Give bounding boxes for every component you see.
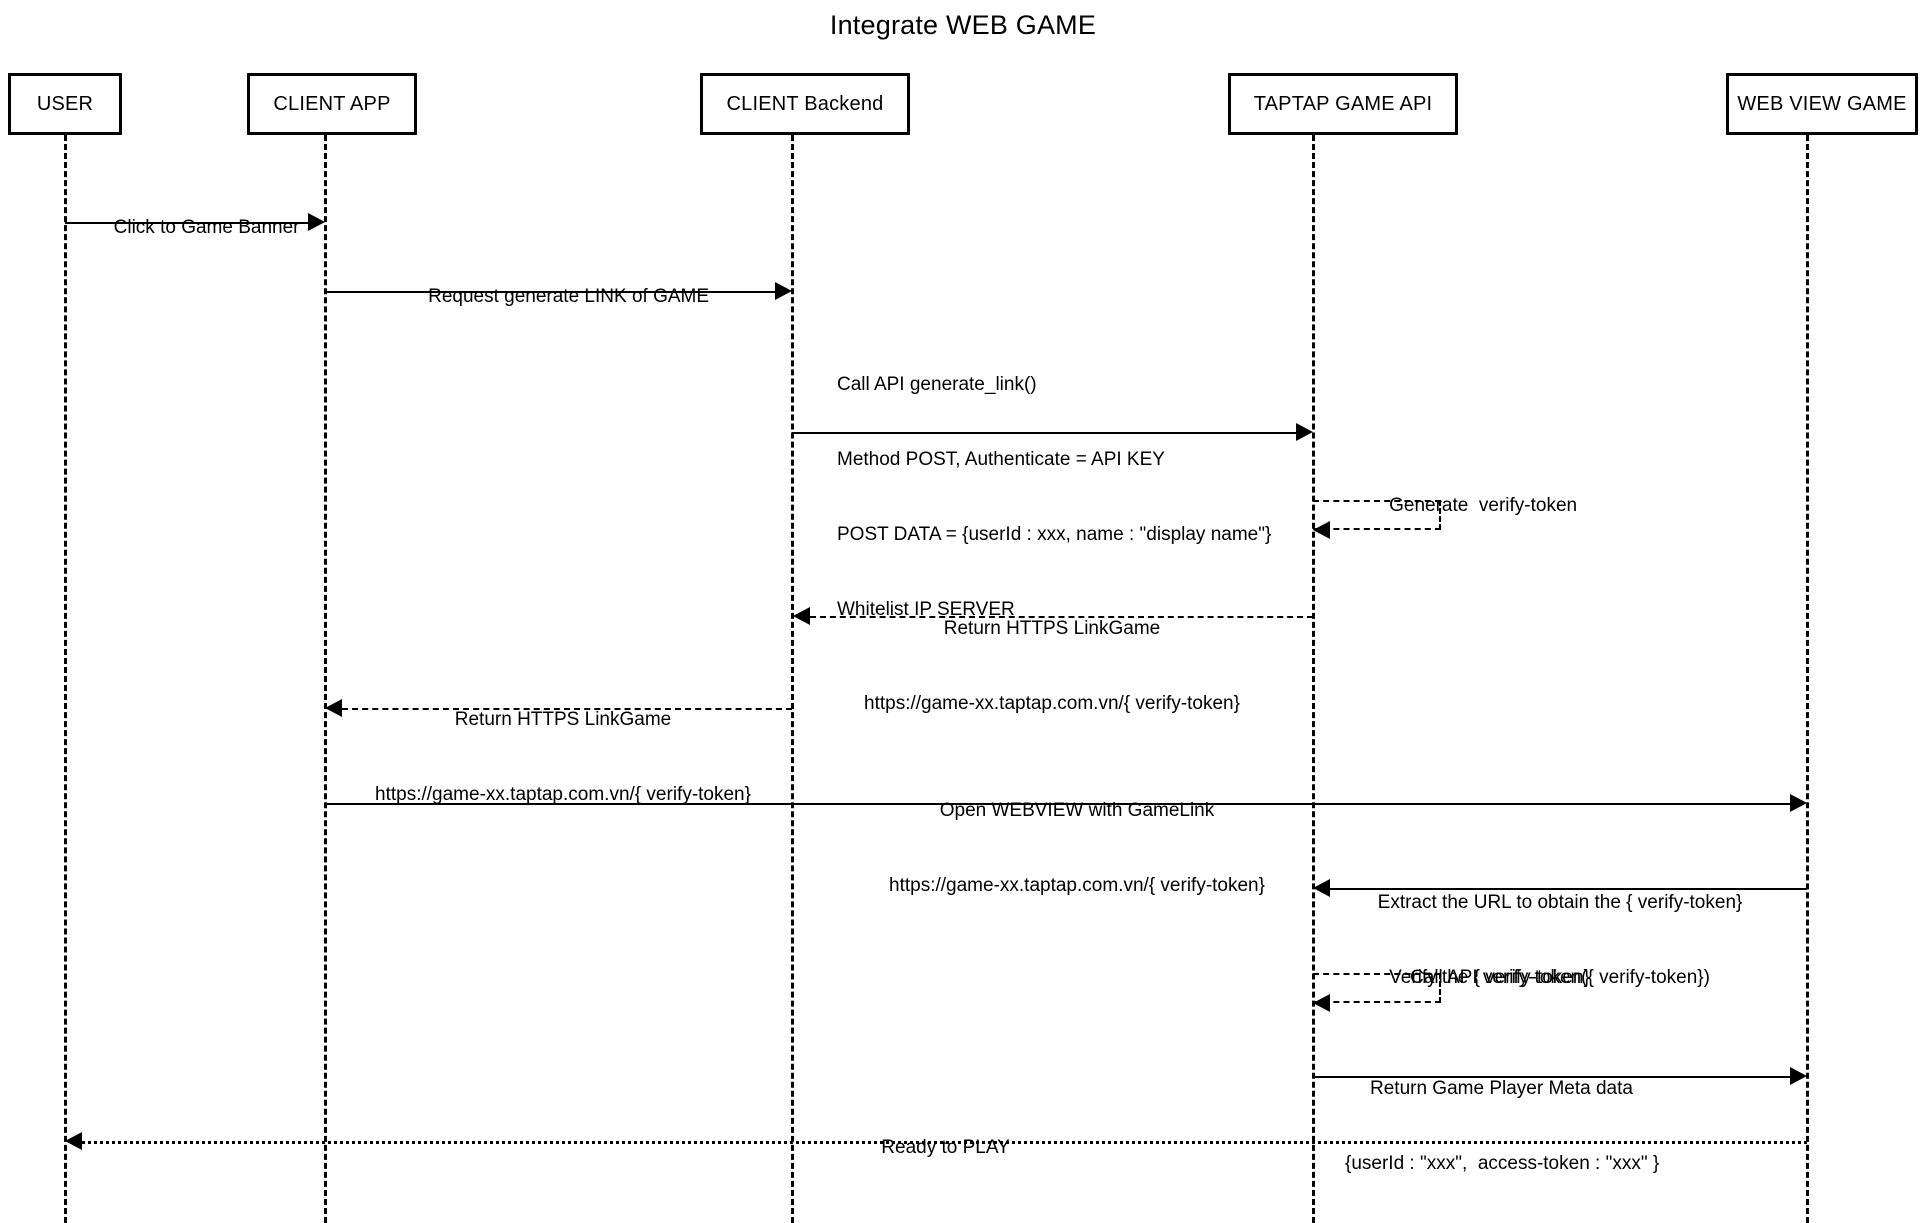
message-line: https://game-xx.taptap.com.vn/{ verify-t… [864,693,1240,714]
message-label-m8: Extract the URL to obtain the { verify-t… [1250,840,1870,1040]
arrow-head-m9 [1313,994,1330,1012]
message-label-m10: Return Game Player Meta data {userId : "… [1345,1026,1905,1223]
message-line: Request generate LINK of GAME [428,286,710,307]
message-line: Click to Game Banner [113,217,300,238]
actor-box-taptap-game-api[interactable]: TAPTAP GAME API [1228,73,1458,135]
lifeline-client-app [324,135,327,1223]
actor-label: USER [36,92,94,115]
message-line: POST DATA = {userId : xxx, name : "displ… [837,524,1272,545]
arrow-head-m10 [1790,1067,1807,1085]
message-line: Method POST, Authenticate = API KEY [837,449,1165,470]
message-line: https://game-xx.taptap.com.vn/{ verify-t… [889,875,1265,896]
message-label-m9: Verify the { verify-token} [1368,940,1768,1015]
actor-box-user[interactable]: USER [8,73,122,135]
message-line: Open WEBVIEW with GameLink [939,800,1215,821]
arrow-head-m6 [325,699,342,717]
page-title: Integrate WEB GAME [829,10,1097,40]
arrow-head-m7 [1790,794,1807,812]
message-line: Call API generate_link() [837,374,1037,395]
message-line-m6 [342,708,792,710]
message-line: https://game-xx.taptap.com.vn/{ verify-t… [375,784,751,805]
actor-label: WEB VIEW GAME [1737,92,1907,115]
message-line-m8 [1330,888,1807,890]
message-label-m11: Ready to PLAY [685,1110,1185,1185]
message-line: Return HTTPS LinkGame [454,709,672,730]
message-line: {userId : "xxx", access-token : "xxx" } [1345,1153,1660,1174]
message-line: Extract the URL to obtain the { verify-t… [1377,892,1743,913]
actor-label: CLIENT APP [273,92,391,115]
actor-label: TAPTAP GAME API [1253,92,1433,115]
arrow-head-m2 [775,282,792,300]
message-line-m5 [810,616,1313,618]
message-line-m10 [1313,1076,1790,1078]
message-label-m1: Click to Game Banner [0,190,406,265]
arrow-head-m3 [1296,423,1313,441]
message-label-m5: Return HTTPS LinkGame https://game-xx.ta… [742,566,1362,766]
actor-label: CLIENT Backend [726,92,884,115]
lifeline-web-view-game [1806,135,1809,1223]
message-line: Return Game Player Meta data [1370,1078,1633,1099]
self-message-m9 [1313,973,1441,1003]
arrow-head-m1 [308,213,325,231]
arrow-head-m11 [65,1132,82,1150]
message-line-m7 [325,803,1790,805]
arrow-head-m5 [793,607,810,625]
lifeline-taptap-game-api [1312,135,1315,1223]
message-line: Whitelist IP SERVER [837,599,1015,620]
message-line-m3 [792,432,1296,434]
self-message-m4 [1313,500,1441,530]
message-line-m2 [325,291,775,293]
arrow-head-m8 [1313,879,1330,897]
message-label-m6: Return HTTPS LinkGame https://game-xx.ta… [253,657,873,857]
actor-box-client-backend[interactable]: CLIENT Backend [700,73,910,135]
message-label-m7: Open WEBVIEW with GameLink https://game-… [767,748,1387,948]
message-line-m1 [65,222,308,224]
message-label-m2: Request generate LINK of GAME [278,259,838,334]
lifeline-user [64,135,67,1223]
actor-box-web-view-game[interactable]: WEB VIEW GAME [1726,73,1918,135]
lifeline-client-backend [791,135,794,1223]
message-line: Return HTTPS LinkGame [943,618,1161,639]
actor-box-client-app[interactable]: CLIENT APP [247,73,417,135]
message-line-m11 [82,1141,1807,1144]
arrow-head-m4 [1313,521,1330,539]
message-label-m3: Call API generate_link() Method POST, Au… [837,322,1357,672]
message-line: Call API verify-token({ verify-token}) [1410,967,1710,988]
message-line: Verify the { verify-token} [1389,967,1590,988]
